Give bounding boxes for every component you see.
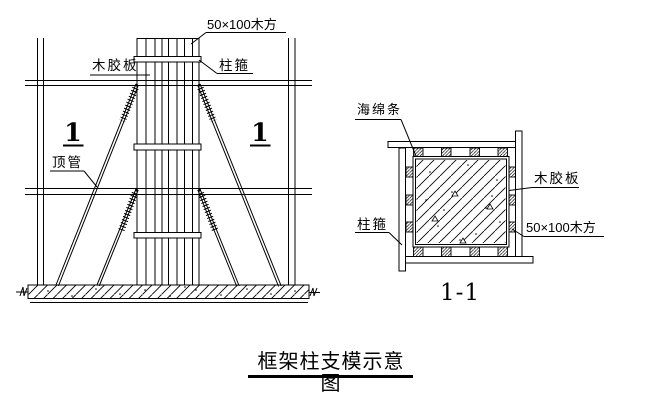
section-mark-right: 1 [251, 118, 269, 147]
brace-right-outer [197, 84, 282, 287]
concrete-dots [425, 164, 501, 241]
concrete-triangles [431, 190, 494, 244]
brace-left-inner [96, 189, 139, 287]
title-underline [248, 375, 413, 378]
label-hoop-section: 柱箍 [357, 217, 388, 232]
label-timber-elevation: 50×100木方 [207, 17, 277, 32]
elevation-leaders [50, 32, 286, 188]
section-view [355, 119, 604, 272]
label-plywood-section: 木胶板 [534, 171, 581, 186]
ground-dots [47, 286, 296, 297]
elevation-view [16, 32, 320, 303]
drawing-title: 框架柱支模示意图 [257, 351, 405, 395]
ground-break-right [309, 287, 320, 297]
label-timber-section: 50×100木方 [526, 220, 596, 235]
section-mark-left: 1 [64, 118, 82, 147]
section-caption: 1-1 [439, 280, 481, 306]
section-hoop-bars [387, 130, 534, 272]
column-formwork [136, 38, 200, 285]
ground-strip [16, 284, 320, 303]
label-sponge-section: 海绵条 [357, 102, 403, 117]
label-plywood-elevation: 木胶板 [92, 58, 139, 73]
label-prop-elevation: 顶管 [52, 155, 83, 170]
brace-right-inner [197, 189, 240, 287]
brace-left-outer [55, 84, 139, 287]
ground-break-left [16, 286, 28, 297]
section-concrete-core [416, 160, 506, 244]
section-leaders [355, 119, 604, 246]
section-plywood [412, 156, 510, 248]
scaffold-posts [37, 38, 296, 285]
column-hoops [133, 56, 202, 239]
label-hoop-elevation: 柱箍 [219, 58, 250, 73]
